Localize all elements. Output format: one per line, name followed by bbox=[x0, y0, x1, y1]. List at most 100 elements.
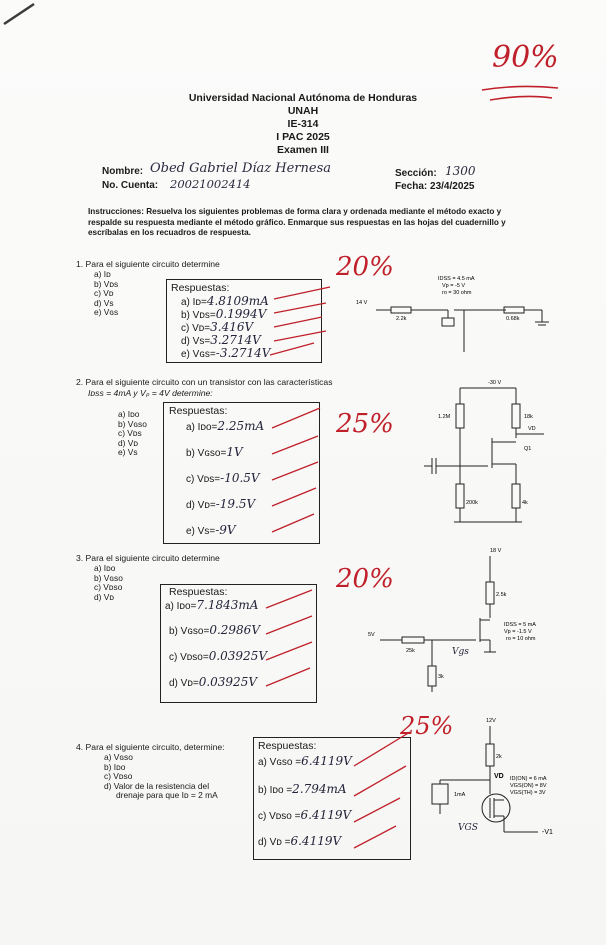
q3-prompt: 3. Para el siguiente circuito determine bbox=[76, 553, 220, 563]
svg-text:3k: 3k bbox=[438, 674, 444, 680]
q1-answer-box: Respuestas: a) Iᴅ=4.8109mA b) Vᴅs=0.1994… bbox=[166, 279, 322, 363]
q3-item: d) Vᴅ bbox=[94, 591, 114, 602]
q4-mosfet bbox=[481, 793, 511, 823]
q4-score: 25% bbox=[400, 712, 454, 740]
q2-item: c) Vᴅs bbox=[118, 428, 142, 439]
svg-text:ro = 10 ohm: ro = 10 ohm bbox=[506, 636, 536, 642]
q1-circuit: 14 V 2.2k 0.68k IDSS = 4.5 mA Vp = -5 V … bbox=[356, 276, 549, 352]
q4-checkmarks bbox=[353, 731, 411, 849]
q1-checkmarks bbox=[269, 286, 331, 356]
q3-answer-box: Respuestas: a) Iᴅᴏ=7.1843mA b) Vɢsᴏ=0.29… bbox=[160, 584, 317, 703]
q4-prompt: 4. Para el siguiente circuito, determine… bbox=[76, 742, 225, 752]
q2-r2 bbox=[511, 403, 521, 429]
svg-text:2k: 2k bbox=[496, 754, 502, 760]
svg-text:Q1: Q1 bbox=[524, 446, 531, 452]
q2-prompt: 2. Para el siguiente circuito con un tra… bbox=[76, 377, 333, 387]
q4-items: a) Vɢsᴏ b) Iᴅᴏ c) Vᴅsᴏ d) Valor de la re… bbox=[104, 752, 218, 801]
q4-answer-box: Respuestas: a) Vɢsᴏ =6.4119V b) Iᴅᴏ =2.7… bbox=[253, 737, 411, 860]
q4-current-source bbox=[431, 783, 449, 805]
q1-item: a) Iᴅ bbox=[94, 269, 111, 279]
q2-score: 25% bbox=[336, 409, 394, 439]
q2-item: d) Vᴅ bbox=[118, 437, 138, 448]
q1-answer-c: c) Vᴅ=3.416V bbox=[181, 320, 254, 334]
pen-stroke bbox=[3, 2, 35, 26]
q1-r2 bbox=[503, 306, 525, 314]
q2-r3 bbox=[455, 483, 465, 509]
svg-text:Vgs: Vgs bbox=[452, 647, 469, 657]
q1-answer-a: a) Iᴅ=4.8109mA bbox=[181, 294, 269, 308]
q2-supply-label: -30 V bbox=[488, 380, 501, 386]
q4-item: b) Iᴅᴏ bbox=[104, 761, 126, 772]
account-label: No. Cuenta: bbox=[102, 180, 159, 191]
q2-item: b) Vɢsᴏ bbox=[118, 418, 147, 429]
q4-item: c) Vᴅsᴏ bbox=[104, 771, 133, 782]
q4-item: drenaje para que Iᴅ = 2 mA bbox=[116, 790, 218, 801]
instructions: Instrucciones: Resuelva los siguientes p… bbox=[88, 207, 506, 237]
q3-r3 bbox=[427, 665, 437, 687]
svg-text:ID(ON) = 6 mA: ID(ON) = 6 mA bbox=[510, 776, 547, 782]
q1-item: b) Vᴅs bbox=[94, 278, 119, 289]
q1-item: d) Vs bbox=[94, 297, 114, 308]
date-label: Fecha: 23/4/2025 bbox=[395, 181, 475, 192]
q2-checkmarks bbox=[271, 407, 321, 533]
name-value: Obed Gabriel Díaz Hernesa bbox=[150, 161, 331, 176]
svg-text:VD: VD bbox=[494, 773, 504, 780]
q4-answer-d: d) Vᴅ =6.4119V bbox=[258, 834, 342, 848]
svg-text:VGS: VGS bbox=[458, 823, 478, 833]
q2-answer-d: d) Vᴅ=-19.5V bbox=[186, 497, 256, 511]
section-label: Sección: bbox=[395, 168, 437, 179]
svg-text:VGS(TH) = 3V: VGS(TH) = 3V bbox=[510, 790, 546, 796]
q4-supply-label: 12V bbox=[486, 718, 496, 724]
school-name: UNAH bbox=[287, 105, 319, 117]
q1-prompt: 1. Para el siguiente circuito determine bbox=[76, 259, 220, 269]
q2-prompt-spec: Iᴅss = 4mA y Vₚ = 4V determine: bbox=[88, 388, 213, 398]
q1-r1 bbox=[390, 306, 412, 314]
q1-answer-e: e) Vɢs=-3.2714V bbox=[181, 346, 271, 360]
exam-title: Examen III bbox=[277, 144, 329, 156]
q3-r2 bbox=[401, 636, 425, 644]
svg-text:Vp = -5 V: Vp = -5 V bbox=[442, 283, 465, 289]
q4-answer-a: a) Vɢsᴏ =6.4119V bbox=[258, 754, 352, 768]
q1-answer-d: d) Vs=3.2714V bbox=[181, 333, 261, 347]
svg-text:18k: 18k bbox=[524, 414, 533, 420]
svg-text:VGS(ON) = 8V: VGS(ON) = 8V bbox=[510, 783, 547, 789]
q4-r1 bbox=[485, 743, 495, 767]
svg-text:5V: 5V bbox=[368, 632, 375, 638]
q3-r1 bbox=[485, 581, 495, 605]
svg-text:25k: 25k bbox=[406, 648, 415, 654]
svg-text:-V1: -V1 bbox=[542, 829, 553, 836]
q4-item: a) Vɢsᴏ bbox=[104, 752, 133, 762]
q2-item: e) Vs bbox=[118, 447, 138, 458]
q2-answer-a: a) Iᴅᴏ=2.25mA bbox=[186, 419, 265, 433]
q2-answer-b: b) Vɢsᴏ=1V bbox=[186, 445, 243, 459]
svg-text:1.2M: 1.2M bbox=[438, 414, 451, 420]
svg-text:VD: VD bbox=[528, 426, 536, 432]
q3-circuit: 18 V 2.5k IDSS = 5 mA Vp = -1.5 V ro = 1… bbox=[368, 548, 536, 692]
q3-answer-a: a) Iᴅᴏ=7.1843mA bbox=[165, 598, 259, 612]
svg-text:0.68k: 0.68k bbox=[506, 316, 520, 322]
course-code: IE-314 bbox=[287, 118, 319, 130]
q2-r4 bbox=[511, 483, 521, 509]
q3-answer-d: d) Vᴅ=0.03925V bbox=[169, 675, 257, 689]
q2-answer-box: Respuestas: a) Iᴅᴏ=2.25mA b) Vɢsᴏ=1V c) … bbox=[163, 402, 320, 544]
university-title: Universidad Nacional Autónoma de Hondura… bbox=[188, 92, 418, 104]
svg-text:4k: 4k bbox=[522, 500, 528, 506]
q2-answer-c: c) Vᴅs=-10.5V bbox=[186, 471, 260, 485]
q3-item: b) Vɢsᴏ bbox=[94, 572, 123, 583]
svg-text:2.2k: 2.2k bbox=[396, 316, 407, 322]
q3-answer-c: c) Vᴅsᴏ=0.03925V bbox=[169, 649, 267, 663]
q2-items: a) Iᴅᴏ b) Vɢsᴏ c) Vᴅs d) Vᴅ e) Vs bbox=[118, 409, 147, 458]
grade-underline bbox=[481, 85, 559, 101]
name-label: Nombre: bbox=[102, 166, 144, 177]
svg-text:ro = 30 ohm: ro = 30 ohm bbox=[442, 290, 472, 296]
q3-answer-b: b) Vɢsᴏ=0.2986V bbox=[169, 623, 260, 637]
q1-answer-b: b) Vᴅs=0.1994V bbox=[181, 307, 267, 321]
q1-box-title: Respuestas: bbox=[171, 282, 230, 294]
q3-item: a) Iᴅᴏ bbox=[94, 563, 116, 573]
q1-item: c) Vᴅ bbox=[94, 288, 114, 299]
svg-text:200k: 200k bbox=[466, 500, 478, 506]
q3-checkmarks bbox=[265, 589, 313, 687]
svg-text:IDSS = 5 mA: IDSS = 5 mA bbox=[504, 622, 536, 628]
q2-item: a) Iᴅᴏ bbox=[118, 409, 140, 419]
